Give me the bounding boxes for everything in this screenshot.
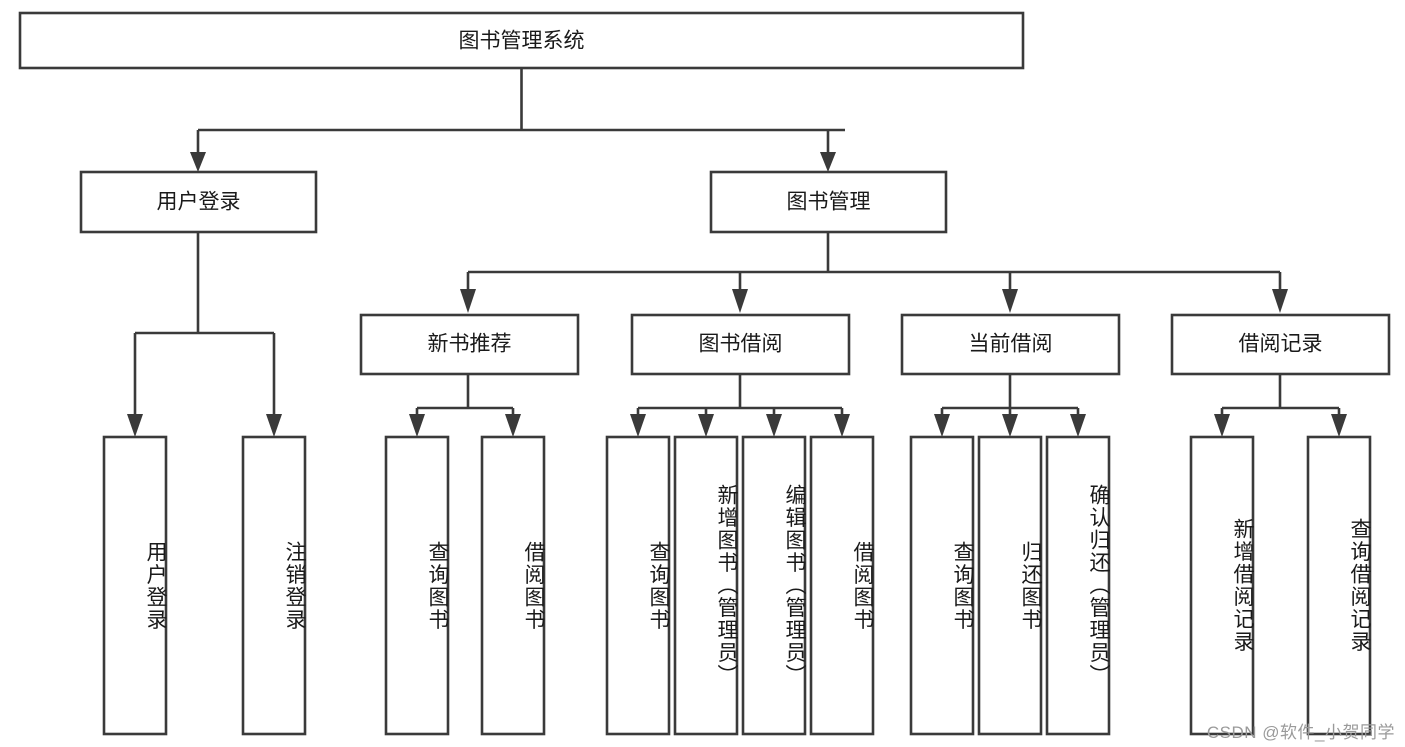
arrow-to-leaf-logout	[266, 414, 282, 437]
arrow-to-leaf-cb-confirm	[1070, 414, 1086, 437]
leaf-box-logout[interactable]	[241, 435, 307, 736]
node-current-borrow-box[interactable]	[900, 313, 1121, 376]
arrow-to-leaf-br-add	[1214, 414, 1230, 437]
node-new-book-recommend-label: 新书推荐	[428, 333, 512, 356]
node-current-borrow[interactable]: 当前借阅	[900, 313, 1121, 376]
leaf-box-bb-query-book[interactable]	[605, 435, 671, 736]
leaf-box-nb-query-book[interactable]	[384, 435, 450, 736]
arrow-to-new-book	[460, 289, 476, 313]
watermark-text: CSDN @软件_小贺同学	[1206, 723, 1395, 742]
node-book-manage-label: 图书管理	[787, 191, 871, 214]
node-book-borrow-box[interactable]	[630, 313, 851, 376]
arrow-to-borrow-record	[1272, 289, 1288, 313]
node-borrow-record-box[interactable]	[1170, 313, 1391, 376]
node-book-borrow[interactable]: 图书借阅	[630, 313, 851, 376]
connector-current-borrow-bus	[940, 374, 1080, 420]
node-book-manage-box[interactable]	[709, 170, 948, 234]
connectors-group	[127, 68, 1347, 437]
leaf-box-nb-borrow-book[interactable]	[480, 435, 546, 736]
arrow-to-leaf-bb-add	[698, 414, 714, 437]
leaf-box-bb-add-book[interactable]	[673, 435, 739, 736]
arrow-to-leaf-cb-return	[1002, 414, 1018, 437]
arrow-to-book-borrow	[732, 289, 748, 313]
arrow-to-leaf-nb-query	[409, 414, 425, 437]
connector-book-borrow-bus	[636, 374, 844, 420]
arrow-to-leaf-bb-borrow	[834, 414, 850, 437]
node-root[interactable]: 图书管理系统	[18, 11, 1025, 70]
node-book-borrow-label: 图书借阅	[699, 333, 783, 356]
leaf-box-cb-return-book[interactable]	[977, 435, 1043, 736]
node-user-login[interactable]: 用户登录	[79, 170, 318, 234]
connector-book-manage-bus	[466, 232, 1282, 295]
node-new-book-recommend[interactable]: 新书推荐	[359, 313, 580, 376]
node-borrow-record[interactable]: 借阅记录	[1170, 313, 1391, 376]
arrow-to-leaf-user-login	[127, 414, 143, 437]
node-book-manage[interactable]: 图书管理	[709, 170, 948, 234]
arrow-to-leaf-bb-edit	[766, 414, 782, 437]
leaf-boxes-group	[102, 435, 1372, 736]
connector-user-login-bus	[133, 232, 276, 420]
leaf-box-cb-query-book[interactable]	[909, 435, 975, 736]
arrow-to-leaf-cb-query	[934, 414, 950, 437]
connector-new-book-bus	[415, 374, 515, 420]
node-user-login-label: 用户登录	[157, 191, 241, 214]
arrow-to-leaf-bb-query	[630, 414, 646, 437]
leaf-box-user-login[interactable]	[102, 435, 168, 736]
node-borrow-record-label: 借阅记录	[1239, 333, 1323, 356]
connector-borrow-record-bus	[1220, 374, 1341, 420]
node-root-label: 图书管理系统	[459, 30, 585, 53]
arrow-to-user-login	[190, 152, 206, 172]
arrow-to-leaf-br-query	[1331, 414, 1347, 437]
node-current-borrow-label: 当前借阅	[969, 333, 1053, 356]
leaf-box-br-query-record[interactable]	[1306, 435, 1372, 736]
connector-root-bus	[196, 68, 845, 158]
leaf-box-cb-confirm-return[interactable]	[1045, 435, 1111, 736]
leaf-box-bb-borrow-book[interactable]	[809, 435, 875, 736]
node-new-book-recommend-box[interactable]	[359, 313, 580, 376]
node-root-box[interactable]	[18, 11, 1025, 70]
arrow-to-current-borrow	[1002, 289, 1018, 313]
arrow-to-leaf-nb-borrow	[505, 414, 521, 437]
leaf-box-br-add-record[interactable]	[1189, 435, 1255, 736]
leaf-box-bb-edit-book[interactable]	[741, 435, 807, 736]
arrow-to-book-manage	[820, 152, 836, 172]
node-user-login-box[interactable]	[79, 170, 318, 234]
